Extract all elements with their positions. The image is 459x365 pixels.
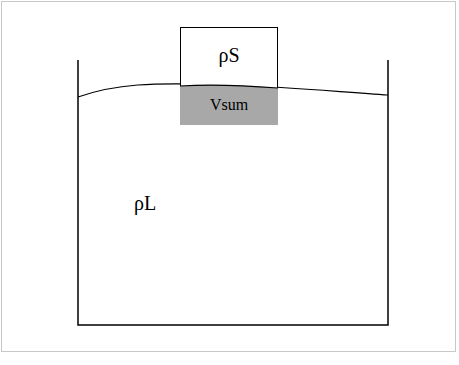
surface-line (180, 85, 278, 88)
submerged-fill (180, 85, 278, 125)
beaker-wall (78, 60, 388, 325)
floating-block: ρS Vsum (180, 27, 278, 124)
frame (2, 2, 456, 352)
submerged-volume: Vsum (180, 83, 278, 125)
volume-symbol: Vsum (210, 96, 248, 114)
density-symbol: ρS (218, 44, 239, 67)
liquid-density: ρL (134, 192, 156, 215)
